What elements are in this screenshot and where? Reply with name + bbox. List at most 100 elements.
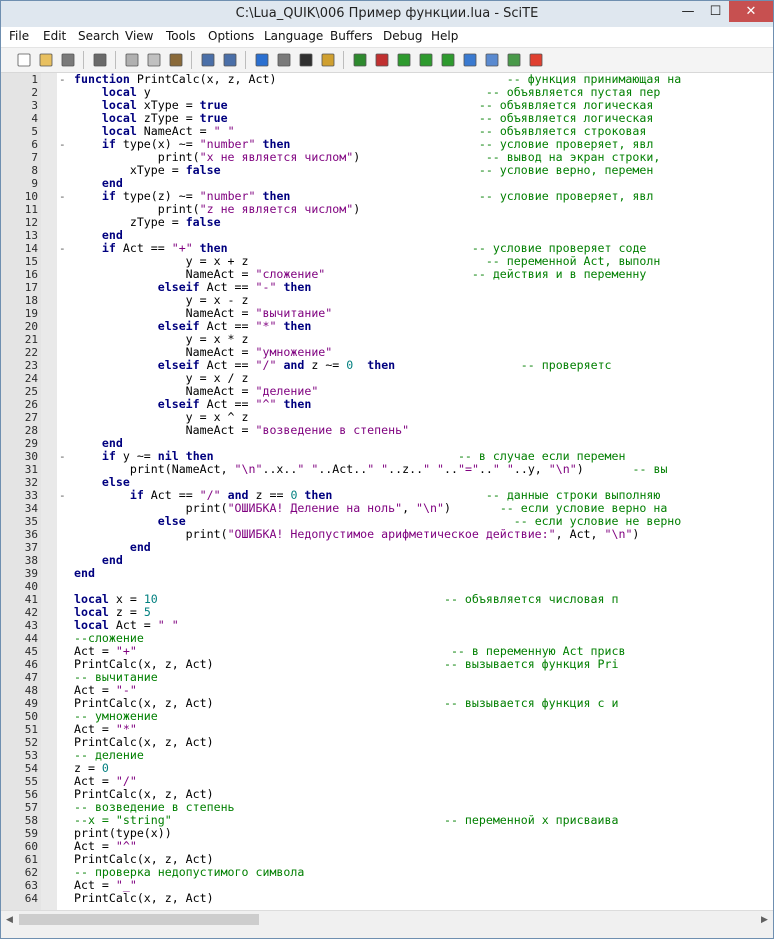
code-line[interactable]: 18 y = x - z [1, 294, 773, 308]
code-line[interactable]: 7 print("x не является числом") -- вывод… [1, 151, 773, 165]
fold-marker-icon[interactable]: - [59, 73, 66, 86]
code-line[interactable]: 53-- деление [1, 749, 773, 763]
build-icon[interactable] [319, 51, 337, 69]
menu-options[interactable]: Options [208, 29, 255, 43]
maximize-button[interactable]: ☐ [709, 4, 722, 19]
menu-search[interactable]: Search [78, 29, 120, 43]
step-over-icon[interactable] [395, 51, 413, 69]
menu-language[interactable]: Language [264, 29, 324, 43]
title-bar[interactable]: C:\Lua_QUIK\006 Пример функции.lua - Sci… [1, 1, 773, 27]
locals-icon[interactable] [483, 51, 501, 69]
code-line[interactable]: 33- if Act == "/" and z == 0 then -- дан… [1, 489, 773, 503]
code-line[interactable]: 17 elseif Act == "-" then [1, 281, 773, 295]
code-line[interactable]: 13 end [1, 229, 773, 243]
code-line[interactable]: 10- if type(z) ~= "number" then -- услов… [1, 190, 773, 204]
watch-icon[interactable] [461, 51, 479, 69]
fold-margin[interactable] [41, 73, 57, 910]
menu-file[interactable]: File [9, 29, 30, 43]
minimize-button[interactable]: — [681, 4, 695, 19]
breakpoint-icon[interactable] [373, 51, 391, 69]
code-line[interactable]: 34 print("ОШИБКА! Деление на ноль", "\n"… [1, 502, 773, 516]
fold-marker-icon[interactable]: - [59, 450, 66, 463]
code-line[interactable]: 47-- вычитание [1, 671, 773, 685]
code-line[interactable]: 30- if y ~= nil then -- в случае если пе… [1, 450, 773, 464]
cut-icon[interactable] [123, 51, 141, 69]
code-line[interactable]: 20 elseif Act == "*" then [1, 320, 773, 334]
code-line[interactable]: 40 [1, 580, 773, 593]
scroll-right-icon[interactable]: ▶ [761, 914, 768, 925]
scroll-left-icon[interactable]: ◀ [6, 914, 13, 925]
code-line[interactable]: 4 local zType = true -- объявляется логи… [1, 112, 773, 126]
run-icon[interactable] [253, 51, 271, 69]
menu-edit[interactable]: Edit [43, 29, 67, 43]
kill-icon[interactable] [527, 51, 545, 69]
code-line[interactable]: 62-- проверка недопустимого символа [1, 866, 773, 880]
code-line[interactable]: 8 xType = false -- условие верно, переме… [1, 164, 773, 178]
code-editor[interactable]: 1-function PrintCalc(x, z, Act) -- функц… [1, 73, 773, 910]
code-line[interactable]: 28 NameAct = "возведение в степень" [1, 424, 773, 438]
code-line[interactable]: 23 elseif Act == "/" and z ~= 0 then -- … [1, 359, 773, 373]
scrollbar-thumb[interactable] [19, 914, 259, 925]
code-line[interactable]: 50-- умножение [1, 710, 773, 724]
horizontal-scrollbar[interactable]: ◀ ▶ [1, 910, 773, 928]
code-line[interactable]: 14- if Act == "+" then -- условие провер… [1, 242, 773, 256]
step-into-icon[interactable] [417, 51, 435, 69]
save-icon[interactable] [59, 51, 77, 69]
code-line[interactable]: 58--x = "string" -- переменной x присваи… [1, 814, 773, 828]
code-line[interactable]: 32 else [1, 476, 773, 490]
copy-icon[interactable] [145, 51, 163, 69]
code-line[interactable]: 12 zType = false [1, 216, 773, 230]
code-line[interactable]: 25 NameAct = "деление" [1, 385, 773, 399]
code-line[interactable]: 9 end [1, 177, 773, 191]
code-line[interactable]: 5 local NameAct = " " -- объявляется стр… [1, 125, 773, 139]
code-line[interactable]: 15 y = x + z -- переменной Act, выполн [1, 255, 773, 269]
stack-icon[interactable] [505, 51, 523, 69]
code-line[interactable]: 38 end [1, 554, 773, 568]
console-icon[interactable] [297, 51, 315, 69]
code-line[interactable]: 36 print("ОШИБКА! Недопустимое арифметич… [1, 528, 773, 542]
find-icon[interactable] [199, 51, 217, 69]
code-line[interactable]: 16 NameAct = "сложение" -- действия и в … [1, 268, 773, 282]
code-line[interactable]: 35 else -- если условие не верно [1, 515, 773, 529]
code-line[interactable]: 44--сложение [1, 632, 773, 646]
code-line[interactable]: 11 print("z не является числом") [1, 203, 773, 217]
code-line[interactable]: 22 NameAct = "умножение" [1, 346, 773, 360]
fold-marker-icon[interactable]: - [59, 489, 66, 502]
code-line[interactable]: 37 end [1, 541, 773, 555]
code-line[interactable]: 26 elseif Act == "^" then [1, 398, 773, 412]
stop-icon[interactable] [275, 51, 293, 69]
code-line[interactable]: 31 print(NameAct, "\n"..x.." "..Act.." "… [1, 463, 773, 477]
fold-marker-icon[interactable]: - [59, 190, 66, 203]
new-file-icon[interactable] [15, 51, 33, 69]
menu-tools[interactable]: Tools [166, 29, 196, 43]
code-line[interactable]: 24 y = x / z [1, 372, 773, 386]
code-line[interactable]: 21 y = x * z [1, 333, 773, 347]
menu-buffers[interactable]: Buffers [330, 29, 373, 43]
code-line[interactable]: 19 NameAct = "вычитание" [1, 307, 773, 321]
code-line[interactable]: 29 end [1, 437, 773, 451]
code-line[interactable]: 27 y = x ^ z [1, 411, 773, 425]
code-line[interactable]: 3 local xType = true -- объявляется логи… [1, 99, 773, 113]
fold-marker-icon[interactable]: - [59, 138, 66, 151]
code-line[interactable]: 2 local y -- объявляется пустая пер [1, 86, 773, 100]
fold-marker-icon[interactable]: - [59, 242, 66, 255]
code-line[interactable]: 57-- возведение в степень [1, 801, 773, 815]
open-folder-icon[interactable] [37, 51, 55, 69]
